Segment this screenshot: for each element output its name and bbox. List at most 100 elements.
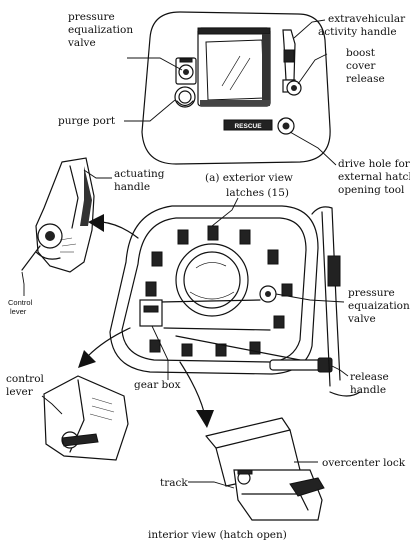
gear-box (139, 299, 163, 327)
overcenter-lock-latch (289, 477, 325, 497)
arrow-to-control-lever (87, 327, 131, 357)
exterior-window-top-shade (197, 27, 271, 35)
latch-11 (273, 315, 285, 329)
leader-actuating-handle (83, 169, 112, 179)
purge-port-inner (178, 90, 192, 104)
hatch-1 (59, 237, 73, 241)
label-control-lever-small: Control lever (8, 298, 34, 316)
exterior-pressure-valve-cap (179, 58, 193, 63)
interior-pressure-valve-core (265, 291, 271, 297)
caption-exterior: (a) exterior view (205, 172, 293, 184)
arrow-to-actuating-handle (101, 221, 139, 239)
caption-interior: interior view (hatch open) (148, 529, 287, 541)
rescue-plate-text: RESCUE (234, 123, 262, 130)
drive-hole-marks (278, 118, 294, 123)
leader-control-lever (41, 395, 63, 415)
release-handle-grip (317, 357, 333, 373)
window-glint-1 (221, 55, 241, 87)
lever-hatch-3 (89, 413, 113, 421)
arrow-head-actuating (88, 214, 104, 232)
latch-12 (281, 283, 293, 297)
hinge-block (327, 255, 341, 287)
overcenter-lock-detail: overcenter lock track (160, 417, 406, 521)
latch-9 (215, 343, 227, 357)
exterior-view: RESCUE pressure equalization valve purge… (58, 11, 410, 196)
boost-cover-release-core (291, 85, 297, 91)
leader-drive-hole (289, 131, 337, 166)
label-drive-hole: drive hole for external hatch opening to… (338, 158, 410, 196)
latch-6 (145, 281, 157, 297)
label-track: track (160, 477, 188, 489)
linkage-bar-3 (175, 335, 301, 361)
leader-control-lever-small (21, 271, 25, 296)
actuating-handle-detail: actuating handle Control lever (8, 157, 168, 316)
latch-5 (151, 251, 163, 267)
label-purge-port: purge port (58, 115, 116, 127)
latch-10 (249, 341, 261, 355)
arrow-head-overcenter (196, 410, 214, 428)
latch-1 (207, 225, 219, 241)
leader-gear-box (151, 325, 169, 380)
control-lever-arm (61, 433, 99, 447)
control-lever-small (21, 245, 41, 271)
label-latches: latches (15) (226, 187, 289, 199)
leader-pressure-valve-inner (275, 293, 345, 303)
hinge-base (329, 391, 361, 397)
label-overcenter-lock: overcenter lock (322, 457, 406, 469)
hinge-arm-2 (321, 211, 331, 387)
label-pressure-valve-top: pressure equalization valve (67, 11, 136, 49)
exterior-pressure-valve-core (183, 69, 189, 75)
label-release-handle: release handle (350, 371, 392, 396)
control-lever-detail: control lever (6, 373, 129, 461)
actuating-handle-curve (35, 251, 61, 260)
hinge-arm (311, 206, 341, 381)
window-side-shade (262, 34, 270, 104)
hatch-2 (61, 243, 77, 247)
label-actuating-handle: actuating handle (114, 168, 168, 193)
label-boost-cover-release: boost cover release (346, 47, 385, 85)
leader-boost-cover (297, 53, 328, 85)
leader-release-handle (331, 365, 349, 377)
window-glint-2 (229, 57, 251, 91)
control-lever-body (43, 375, 129, 461)
interior-hatch-inner (121, 217, 307, 363)
arrow-to-overcenter-lock (179, 361, 205, 413)
purge-port-shadow (176, 100, 194, 107)
exterior-window-glass (205, 39, 265, 101)
linkage-bar-2 (163, 327, 271, 331)
latch-3 (267, 249, 279, 265)
rescue-plate (223, 119, 273, 131)
leader-track (188, 481, 235, 489)
drive-hole-core (282, 122, 290, 130)
latch-8 (181, 343, 193, 357)
detail-arrows (78, 214, 214, 428)
leader-eva-handle (293, 19, 326, 39)
latch-2 (239, 229, 251, 245)
label-pressure-valve-inner: pressure equaization valve (347, 287, 410, 325)
latch-7 (149, 339, 161, 353)
actuating-handle-ridge (69, 165, 79, 229)
leader-purge-port (124, 99, 176, 122)
interior-window-glint-2 (189, 291, 235, 300)
eva-handle-grip (283, 49, 295, 63)
window-bottom-shade (200, 100, 270, 106)
interior-window-glint (195, 262, 227, 269)
label-eva-handle: extravehicular activity handle (318, 13, 409, 38)
latch-4 (177, 229, 189, 245)
actuating-handle-hub-core (45, 231, 55, 241)
lever-hatch-1 (91, 397, 113, 405)
overcenter-lock-top (205, 417, 291, 449)
latches (145, 225, 293, 357)
interior-view: latches (15) pressure equaization valve … (109, 187, 410, 397)
linkage-bar-1 (159, 299, 261, 303)
label-control-lever: control lever (6, 373, 47, 398)
overcenter-lock-pin-head (237, 469, 253, 475)
leader-pressure-valve-top (127, 57, 183, 71)
interior-window-glass (183, 251, 241, 309)
actuating-handle-shadow (80, 166, 92, 226)
label-gear-box: gear box (134, 379, 181, 391)
gear-box-detail (143, 305, 159, 313)
arrow-head-control-lever (78, 350, 96, 368)
